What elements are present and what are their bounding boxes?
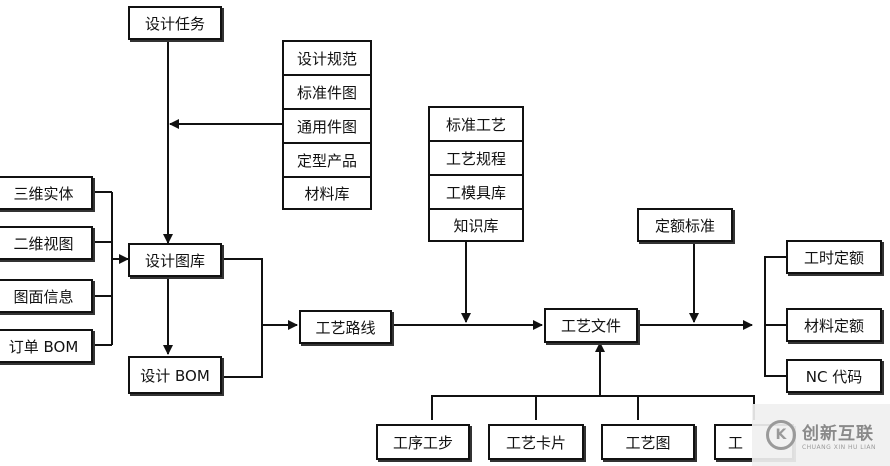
- design-drawing-library-box: 设计图库: [128, 243, 222, 277]
- process-diagram-box: 工艺图: [601, 424, 695, 460]
- standard-part-drawing-box: 标准件图: [282, 74, 372, 110]
- process-card-box: 工艺卡片: [488, 424, 584, 460]
- nc-code-box: NC 代码: [786, 359, 882, 393]
- common-part-drawing-box: 通用件图: [282, 108, 372, 144]
- operation-step-box: 工序工步: [376, 424, 470, 460]
- design-bom-box: 设计 BOM: [128, 356, 222, 394]
- design-spec-box: 设计规范: [282, 40, 372, 76]
- process-procedure-box: 工艺规程: [428, 140, 524, 176]
- standard-process-box: 标准工艺: [428, 106, 524, 142]
- watermark-name: 创新互联: [801, 424, 874, 444]
- process-document-box: 工艺文件: [544, 308, 638, 343]
- standard-product-box: 定型产品: [282, 142, 372, 178]
- knowledge-base-box: 知识库: [428, 208, 524, 242]
- process-route-box: 工艺路线: [299, 310, 392, 344]
- watermark: K 创新互联 CHUANG XIN HU LIAN: [752, 404, 890, 466]
- order-bom-box: 订单 BOM: [0, 329, 93, 363]
- watermark-pinyin: CHUANG XIN HU LIAN: [801, 444, 877, 451]
- material-library-box: 材料库: [282, 176, 372, 210]
- view-2d-box: 二维视图: [0, 226, 93, 260]
- tooling-library-box: 工模具库: [428, 174, 524, 210]
- watermark-text: 创新互联 CHUANG XIN HU LIAN: [802, 419, 876, 451]
- solid-3d-box: 三维实体: [0, 176, 93, 210]
- watermark-logo-icon: K: [765, 420, 796, 450]
- design-task-box: 设计任务: [128, 6, 222, 40]
- quota-standard-box: 定额标准: [637, 208, 733, 242]
- labor-hour-quota-box: 工时定额: [786, 240, 882, 274]
- drawing-info-box: 图面信息: [0, 279, 93, 313]
- material-quota-box: 材料定额: [786, 308, 882, 342]
